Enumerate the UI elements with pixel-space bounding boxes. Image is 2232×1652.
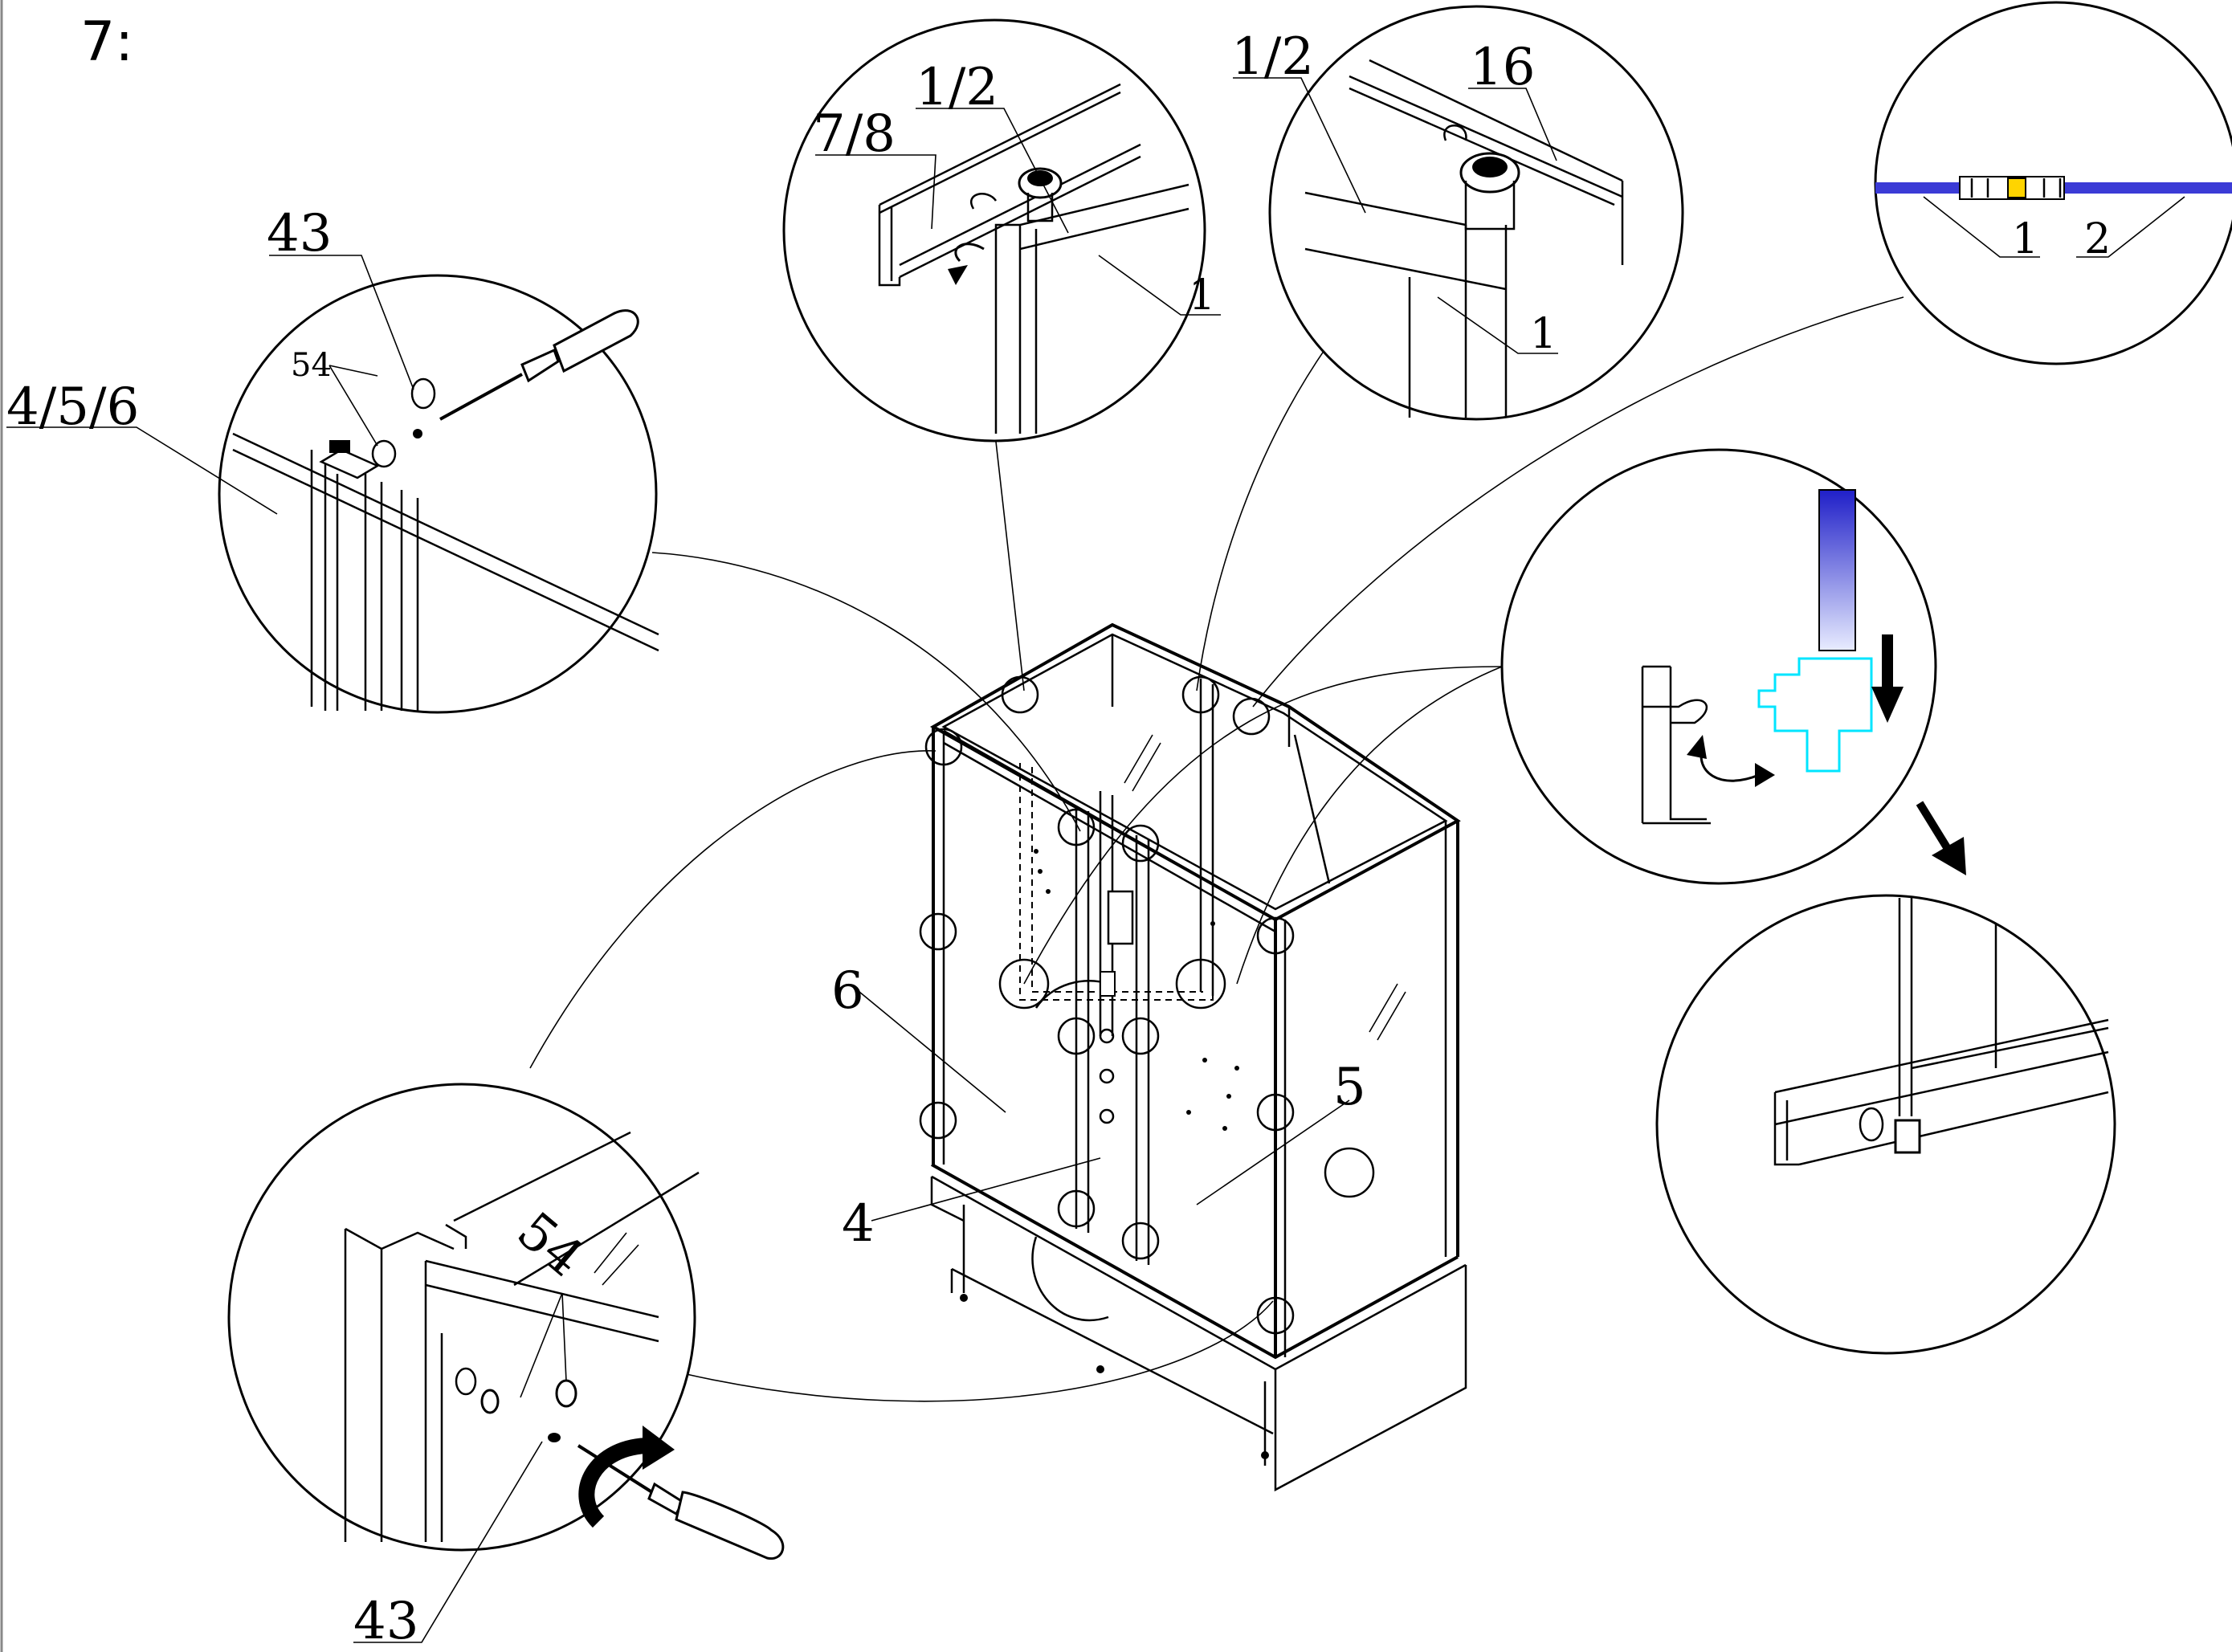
step-label: 7: bbox=[80, 10, 133, 74]
label-54-top: 54 bbox=[291, 347, 332, 384]
label-seal-1: 1 bbox=[2012, 215, 2038, 263]
label-4: 4 bbox=[842, 1194, 875, 1254]
label-seal-2: 2 bbox=[2084, 215, 2111, 263]
detail-circle-bottom-left bbox=[227, 1083, 700, 1552]
leader-lines bbox=[529, 296, 1904, 1402]
label-43-bottom: 43 bbox=[353, 1592, 418, 1651]
label-5: 5 bbox=[1333, 1058, 1366, 1117]
detail-circle-top-center bbox=[782, 18, 1206, 443]
detail-circle-top-left bbox=[218, 274, 659, 714]
label-6: 6 bbox=[831, 961, 864, 1021]
label-16: 16 bbox=[1470, 38, 1535, 97]
label-4-5-6: 4/5/6 bbox=[6, 377, 139, 437]
rotate-arrow-icon bbox=[578, 1426, 675, 1528]
detail-circle-rail bbox=[1655, 894, 2116, 1355]
label-1-2-b: 1/2 bbox=[1231, 27, 1314, 87]
label-7-8: 7/8 bbox=[813, 104, 896, 164]
label-1-a: 1 bbox=[1189, 271, 1215, 320]
detail-circle-seal bbox=[1874, 1, 2232, 365]
down-arrow-icon bbox=[1916, 801, 1966, 875]
label-43-top: 43 bbox=[267, 204, 332, 263]
screwdriver-icon bbox=[577, 1444, 785, 1560]
detail-circle-bracket bbox=[1500, 448, 1937, 885]
label-1-b: 1 bbox=[1530, 310, 1557, 358]
detail-circle-top-right bbox=[1268, 5, 1684, 421]
label-1-2-a: 1/2 bbox=[916, 58, 998, 117]
down-arrow-icon bbox=[1871, 634, 1904, 723]
screwdriver-icon bbox=[439, 309, 639, 421]
shower-cabin bbox=[919, 622, 1467, 1492]
